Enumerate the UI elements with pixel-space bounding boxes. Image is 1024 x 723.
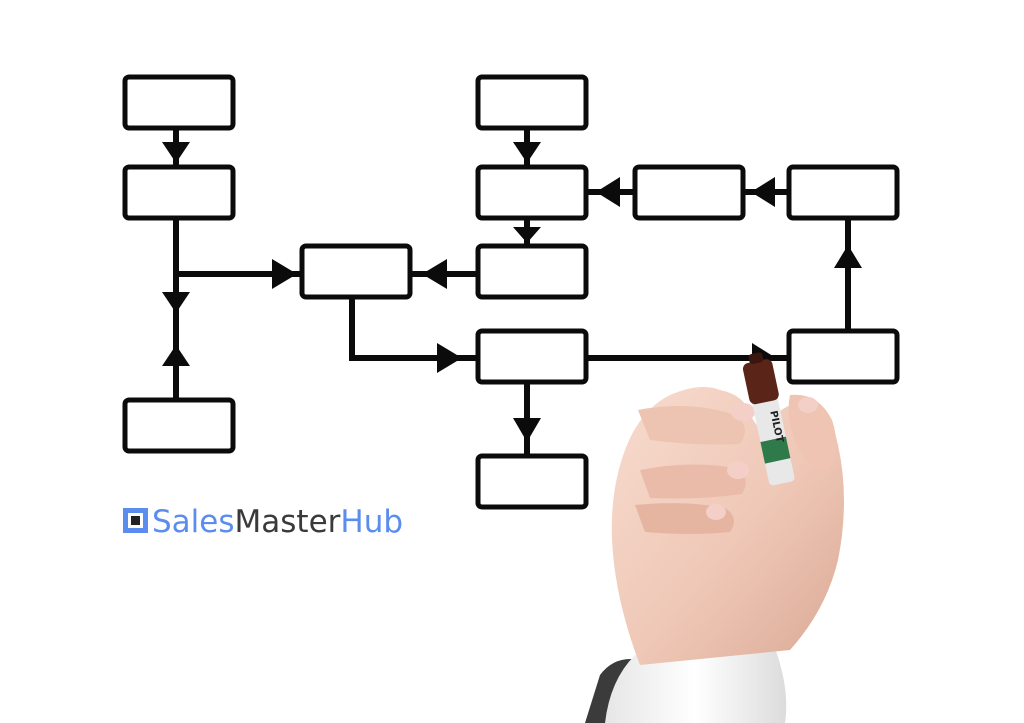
arrow-left-icon (596, 177, 620, 207)
arrow-up-icon (834, 245, 862, 268)
arrow-down-icon (513, 142, 541, 163)
fingernail (731, 403, 755, 421)
arrow-right-icon (272, 259, 297, 289)
finger (640, 464, 746, 499)
arrow-left-icon (751, 177, 775, 207)
arrow-down-icon (513, 227, 541, 243)
brand-hub: Hub (340, 504, 403, 540)
flow-box (475, 164, 589, 221)
thumb (788, 394, 837, 470)
marker-pen: PILOT (742, 352, 795, 486)
fingernail (706, 504, 726, 520)
flowchart-boxes (122, 74, 900, 510)
arrow-left-icon (422, 259, 447, 289)
finger (638, 406, 745, 445)
flow-box (299, 243, 413, 300)
flow-box (475, 74, 589, 131)
brand-logo: SalesMasterHub (123, 504, 403, 540)
shirt-cuff (605, 648, 787, 723)
flow-box (475, 243, 589, 300)
flow-box (122, 397, 236, 454)
arrow-right-icon (437, 343, 462, 373)
arrow-down-icon (513, 418, 541, 442)
svg-text:SalesMasterHub: SalesMasterHub (152, 504, 403, 540)
flow-box (632, 164, 746, 221)
fingernail (727, 461, 749, 479)
arrow-down-icon (162, 142, 190, 163)
arrow-down-icon (162, 292, 190, 313)
marker-cap (742, 359, 779, 405)
flow-box (122, 74, 236, 131)
brand-master: Master (235, 504, 341, 540)
brand-sales: Sales (152, 504, 235, 540)
flow-box (786, 164, 900, 221)
flow-box (475, 453, 589, 510)
hand-with-marker: PILOT (585, 352, 844, 723)
flow-box (122, 164, 236, 221)
thumbnail (798, 397, 818, 413)
flow-box (475, 328, 589, 385)
arrow-up-icon (162, 345, 190, 366)
flow-box (786, 328, 900, 385)
arrow-heads (162, 142, 862, 442)
